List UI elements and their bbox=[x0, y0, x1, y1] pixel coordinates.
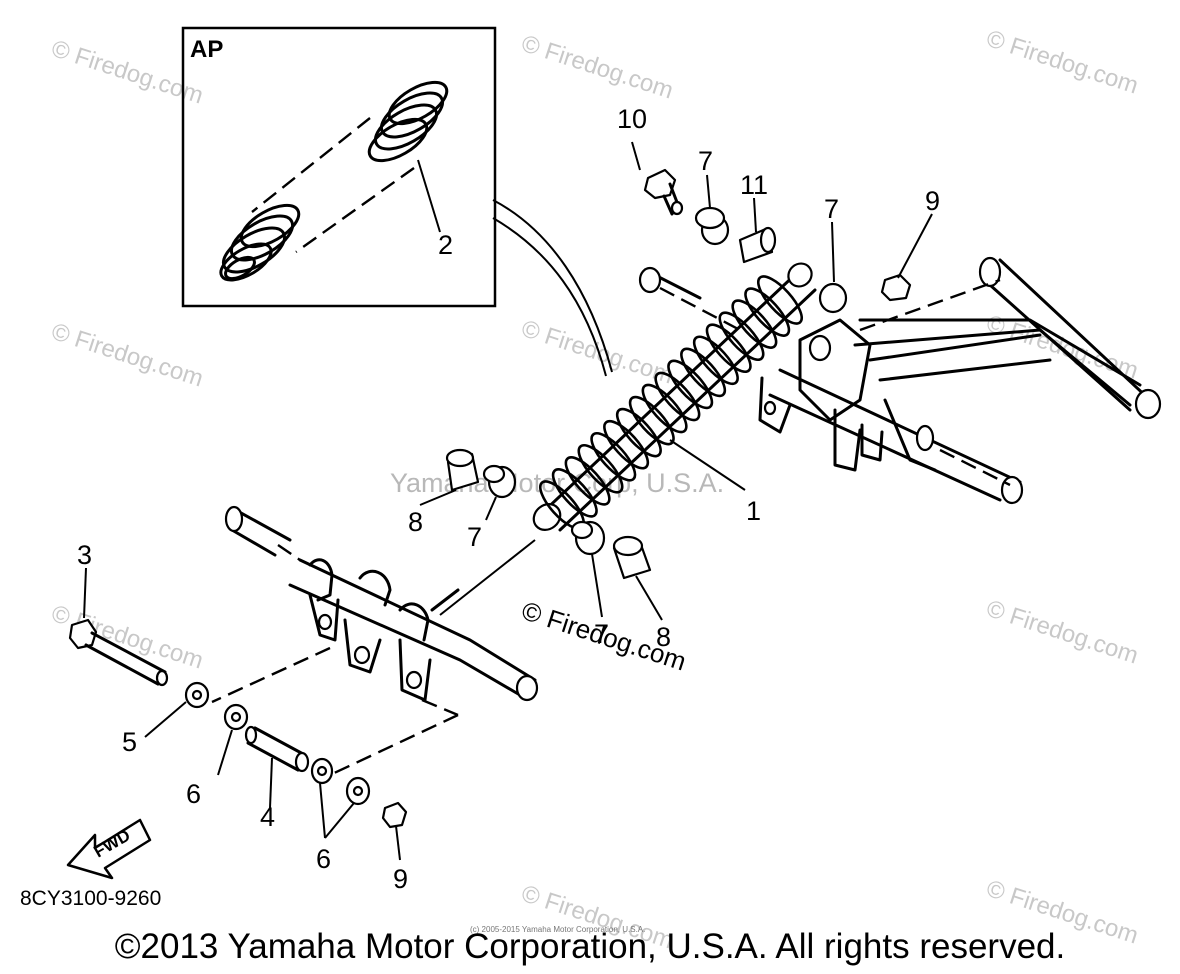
fwd-arrow: FWD bbox=[66, 818, 152, 880]
spring-coil bbox=[692, 335, 739, 386]
inset-label: AP bbox=[190, 36, 223, 63]
callout-7: 7 bbox=[467, 522, 482, 552]
rear-arm-assembly bbox=[638, 256, 1162, 505]
callout-9: 9 bbox=[925, 186, 940, 216]
spring-coil bbox=[551, 468, 598, 518]
callout-8: 8 bbox=[408, 507, 423, 537]
callout-7: 7 bbox=[698, 146, 713, 176]
bolt-3 bbox=[68, 618, 169, 687]
spring-coil bbox=[590, 432, 637, 482]
callout-4: 4 bbox=[260, 802, 275, 832]
collar-11 bbox=[738, 226, 777, 264]
shock-absorber bbox=[532, 262, 817, 532]
spring-coil bbox=[731, 299, 778, 349]
spring-coil bbox=[615, 407, 662, 458]
washer-6-right bbox=[310, 757, 334, 785]
callout-8: 8 bbox=[656, 622, 671, 652]
callout-3: 3 bbox=[77, 540, 92, 570]
fwd-arrow-icon bbox=[66, 818, 152, 880]
watermark-center: Yamaha Motor Corp, U.S.A. bbox=[390, 468, 724, 498]
boot-lower bbox=[219, 203, 301, 282]
pin-4 bbox=[244, 725, 310, 773]
inset-leader bbox=[492, 199, 613, 373]
callout-6: 6 bbox=[316, 844, 331, 874]
leader-lines bbox=[83, 141, 933, 861]
collar-7-left bbox=[482, 464, 517, 499]
nut-9-bottom bbox=[381, 801, 408, 829]
spring-coil bbox=[680, 347, 727, 398]
watermark-firedog: © Firedog.com bbox=[48, 318, 206, 392]
callout-5: 5 bbox=[122, 727, 137, 757]
bolt-10 bbox=[643, 168, 684, 216]
callout-2: 2 bbox=[438, 230, 453, 260]
callout-9: 9 bbox=[393, 864, 408, 894]
copyright-text: ©2013 Yamaha Motor Corporation, U.S.A. A… bbox=[115, 927, 1066, 966]
collar-8-left bbox=[445, 448, 480, 492]
inset-ap: AP 2 bbox=[181, 26, 497, 308]
callout-7: 7 bbox=[824, 194, 839, 224]
spring-coil bbox=[705, 323, 752, 373]
spring-coil bbox=[603, 419, 650, 470]
spring-coil bbox=[564, 456, 611, 506]
collar-7-bottom bbox=[570, 520, 606, 556]
spring-coil bbox=[718, 311, 765, 361]
small-parts bbox=[68, 168, 912, 829]
spring-coil bbox=[641, 383, 688, 434]
watermark-firedog: © Firedog.com bbox=[518, 30, 676, 104]
inset-frame bbox=[181, 26, 497, 308]
diagram-code: 8CY3100-9260 bbox=[20, 887, 161, 910]
washer-6-left bbox=[223, 703, 249, 731]
front-arm-assembly bbox=[211, 505, 539, 777]
spring-coil bbox=[744, 287, 791, 337]
callout-1: 1 bbox=[746, 496, 761, 526]
callout-6: 6 bbox=[186, 779, 201, 809]
callout-10: 10 bbox=[617, 104, 647, 134]
spring-coil bbox=[654, 371, 701, 422]
washer-6-far bbox=[345, 776, 371, 806]
collar-7-right bbox=[818, 282, 848, 314]
shock-spring bbox=[539, 275, 803, 530]
collar-8-right bbox=[612, 535, 652, 580]
watermark-firedog: © Firedog.com bbox=[983, 25, 1141, 99]
watermark-tiny: (c) 2005-2015 Yamaha Motor Corporation, … bbox=[470, 925, 645, 934]
watermark-firedog: © Firedog.com bbox=[983, 595, 1141, 669]
nut-9-top bbox=[880, 273, 912, 302]
spring-coil bbox=[757, 275, 803, 325]
washer-5 bbox=[184, 681, 210, 709]
callouts: 10 7 11 7 9 1 8 7 7 8 3 5 6 4 6 9 bbox=[77, 104, 940, 894]
boot-upper bbox=[367, 80, 449, 163]
spring-coil bbox=[628, 395, 675, 446]
callout-11: 11 bbox=[740, 170, 768, 200]
spring-coil bbox=[577, 444, 624, 494]
spring-coil bbox=[667, 359, 714, 410]
callout-7: 7 bbox=[594, 619, 609, 649]
collar-7-top bbox=[694, 206, 730, 246]
